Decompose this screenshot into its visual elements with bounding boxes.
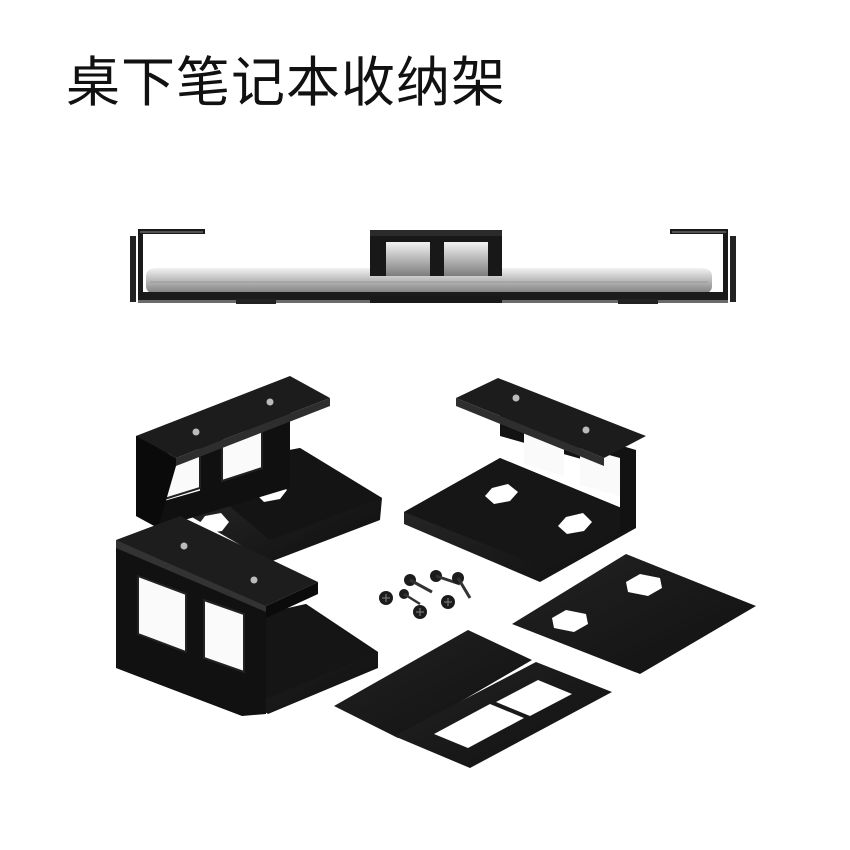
center-bracket [370,230,502,303]
page-title: 桌下笔记本收纳架 [66,51,506,114]
screw [452,572,472,599]
laptop [146,268,712,294]
bracket-left-top [136,376,382,562]
pad-frame [394,662,612,768]
pad-solid [334,630,532,738]
screw [379,591,393,605]
screw [399,589,421,606]
screw [404,574,433,594]
assembled-shelf-with-laptop [130,229,736,304]
bracket-right-top [404,378,646,582]
screws [379,570,472,619]
bracket-left-bottom [116,516,378,716]
pad-hex [512,554,756,674]
screw [413,605,427,619]
screw [441,595,455,609]
